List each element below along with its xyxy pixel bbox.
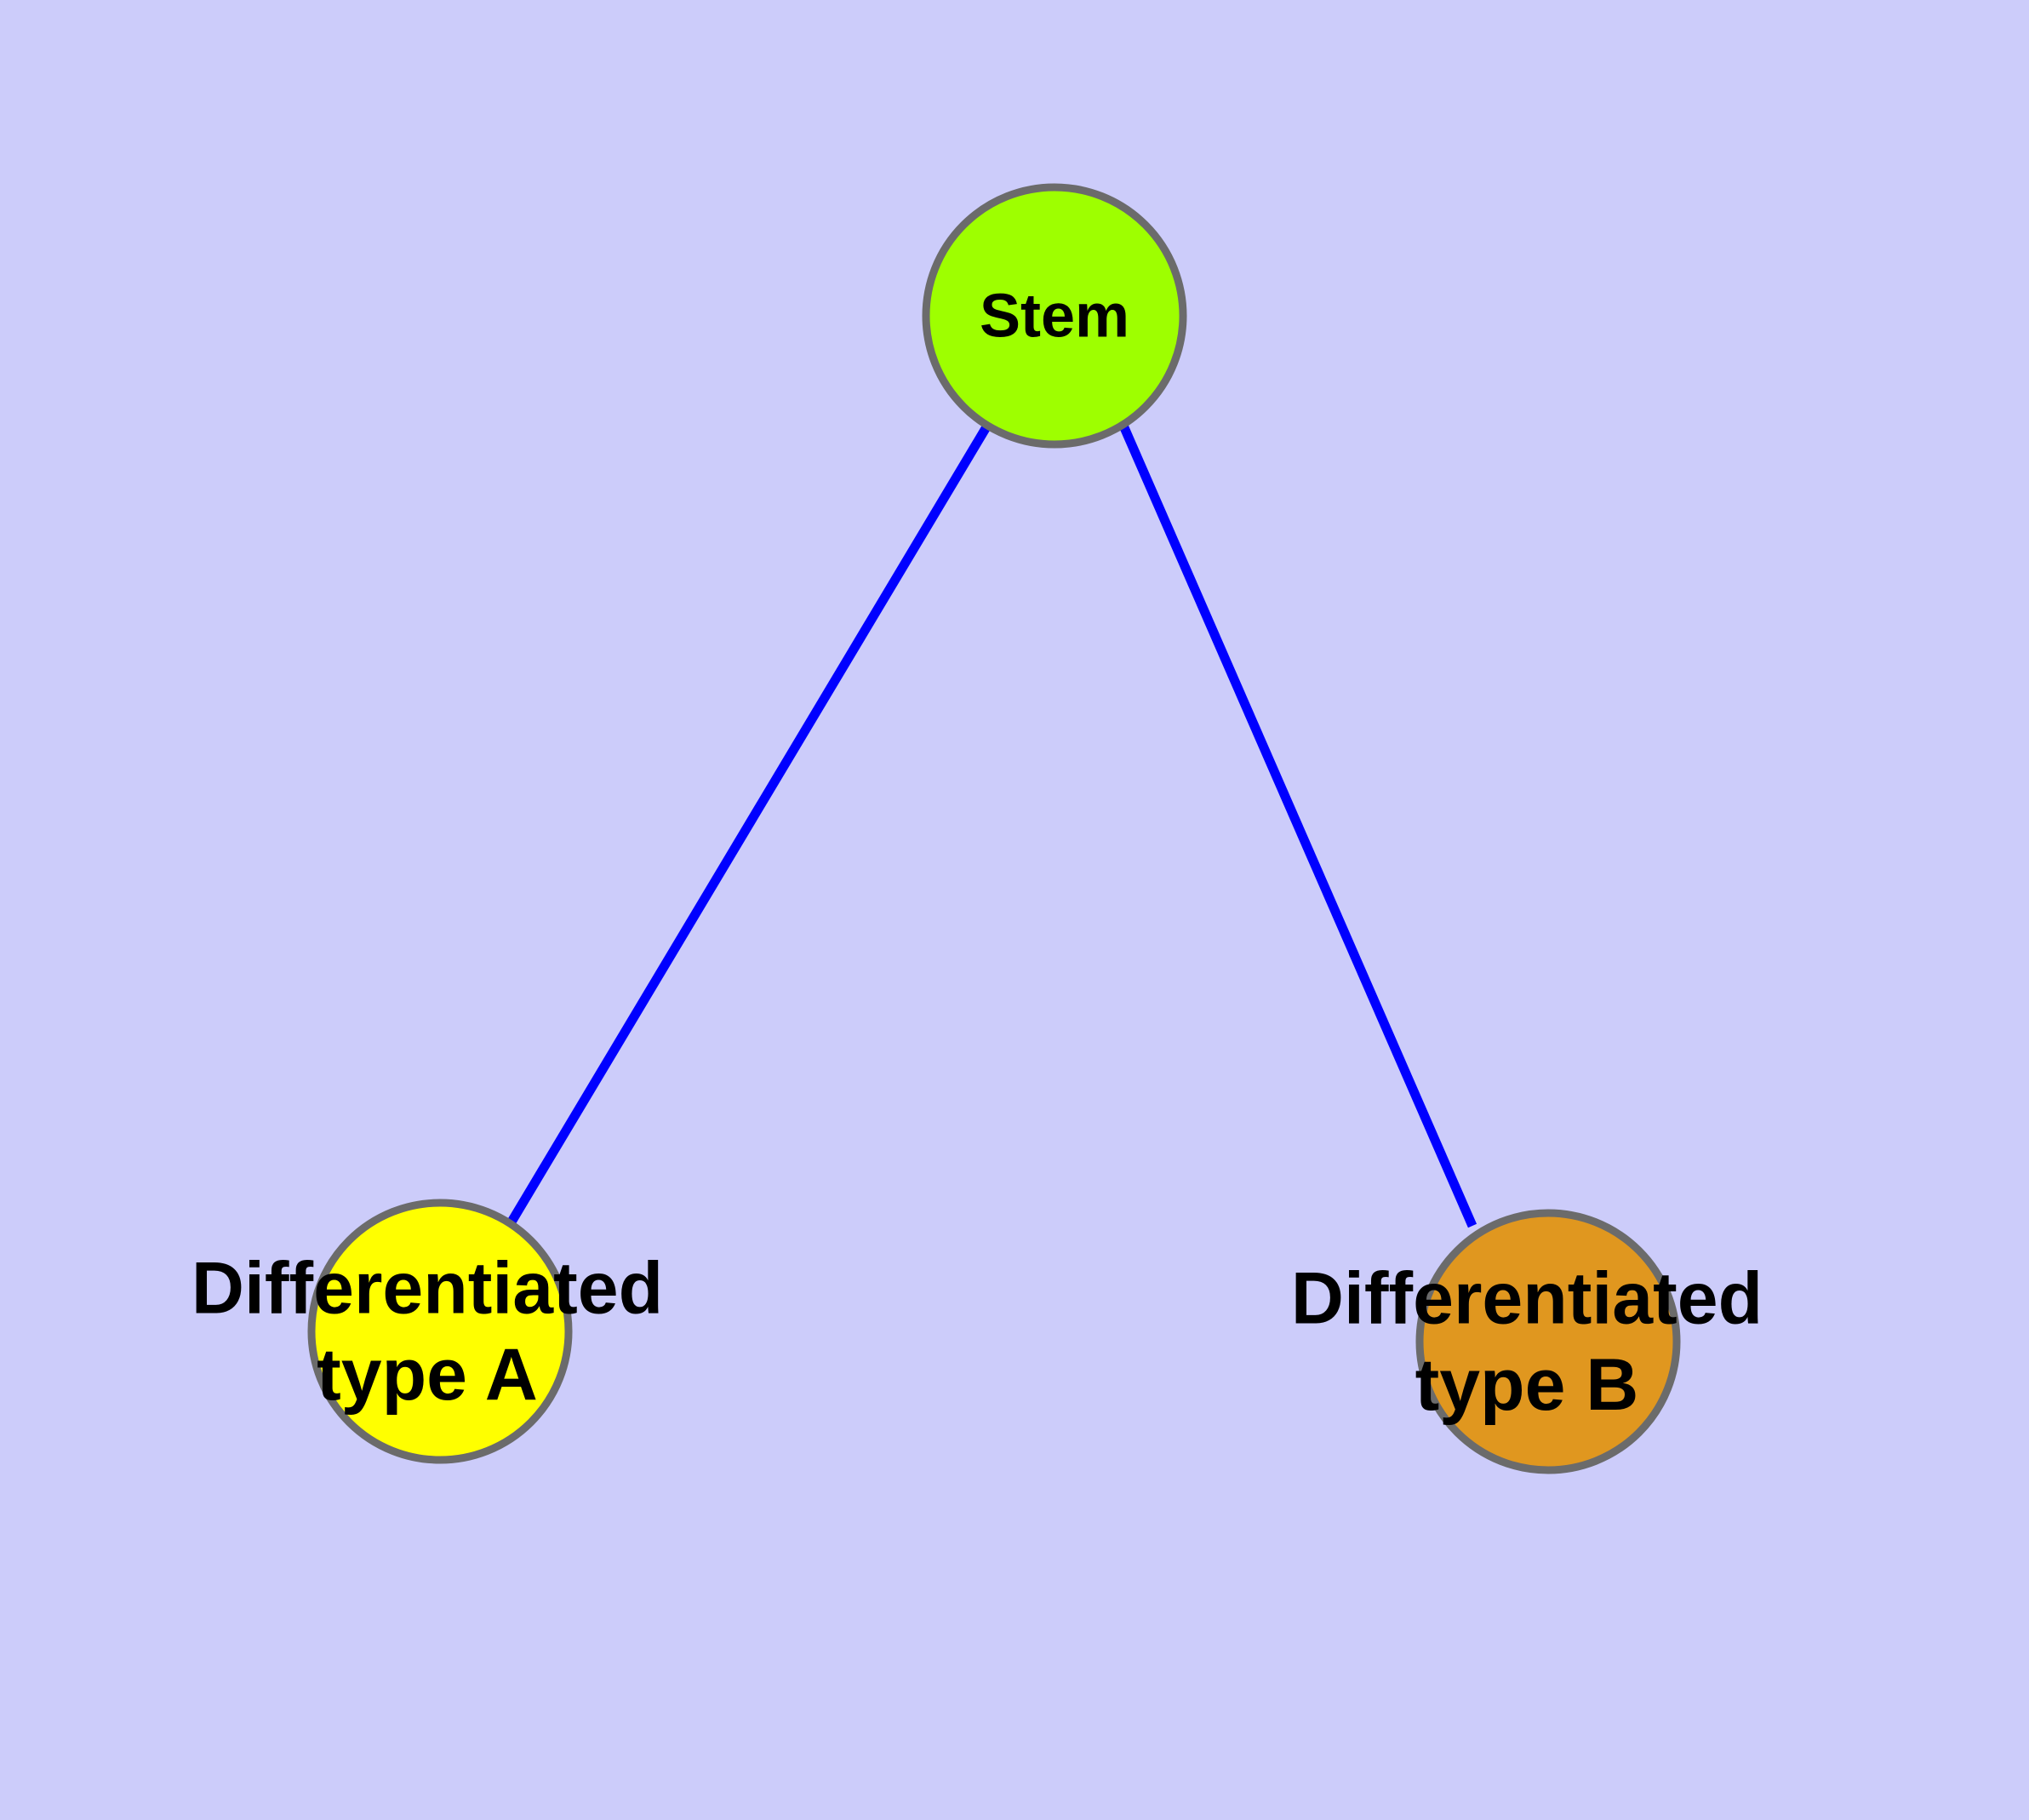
node-label-line: Stem [980, 282, 1129, 350]
graph-node-stem[interactable] [922, 183, 1187, 449]
graph-node-diff-a[interactable] [307, 1199, 573, 1464]
node-label-line: Differentiated [191, 1248, 663, 1330]
node-label-line: Differentiated [1291, 1258, 1763, 1340]
graph-edge [1118, 423, 1477, 1228]
graph-edge [506, 423, 992, 1226]
nodes-layer [307, 183, 1681, 1474]
edges-layer [506, 423, 1477, 1228]
node-label-line: type B [1415, 1344, 1639, 1426]
graph-node-diff-b[interactable] [1415, 1209, 1681, 1474]
node-label-line: type A [317, 1334, 538, 1416]
node-label-stem: Stem [980, 282, 1129, 350]
